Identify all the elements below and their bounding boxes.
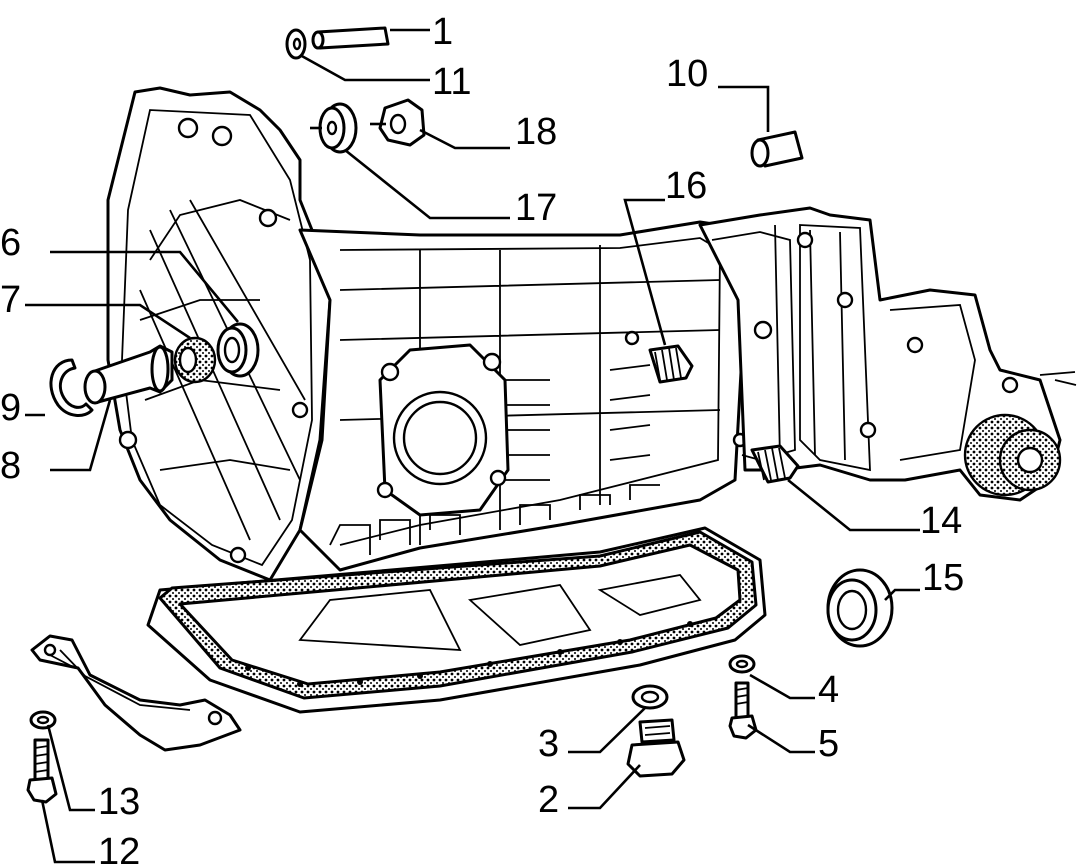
part-16-plug [648, 344, 694, 384]
label-2: 2 [538, 779, 559, 821]
part-10-sleeve [750, 130, 804, 168]
part-number-labels: 1 11 18 17 10 16 6 7 9 8 14 15 4 5 3 2 1… [0, 11, 964, 868]
label-9: 9 [0, 387, 21, 429]
part-15-seal [826, 568, 894, 648]
part-13-washer [29, 710, 57, 730]
label-4: 4 [818, 669, 839, 711]
part-5-bolt [728, 681, 758, 740]
transmission-housing [106, 86, 748, 582]
part-12-bolt [26, 738, 58, 804]
part-17-bushing [310, 102, 358, 154]
label-11: 11 [432, 61, 471, 103]
label-3: 3 [538, 723, 559, 765]
part-14-plug [750, 444, 800, 484]
part-3-washer [631, 684, 669, 710]
part-1-pin [311, 26, 390, 50]
mounting-bracket [30, 634, 242, 752]
label-12: 12 [98, 831, 140, 868]
label-16: 16 [665, 165, 707, 207]
label-15: 15 [922, 557, 964, 599]
part-4-washer [728, 654, 756, 674]
label-14: 14 [920, 500, 962, 542]
part-9-snap-ring [49, 358, 94, 417]
label-13: 13 [98, 781, 140, 823]
label-10: 10 [666, 53, 708, 95]
part-6-bearing [216, 322, 260, 378]
label-1: 1 [432, 11, 453, 53]
label-8: 8 [0, 445, 21, 487]
part-7-needle-bearing [173, 336, 217, 384]
part-11-washer [285, 28, 307, 60]
label-7: 7 [0, 279, 21, 321]
part-2-drain-plug [626, 718, 686, 778]
label-6: 6 [0, 222, 21, 264]
label-5: 5 [818, 723, 839, 765]
part-18-nut [370, 98, 426, 147]
oil-pan [146, 526, 767, 714]
label-17: 17 [515, 187, 557, 229]
leader-lines [25, 28, 920, 864]
rear-housing [698, 206, 1077, 502]
label-18: 18 [515, 111, 557, 153]
part-8-shaft [83, 344, 174, 405]
